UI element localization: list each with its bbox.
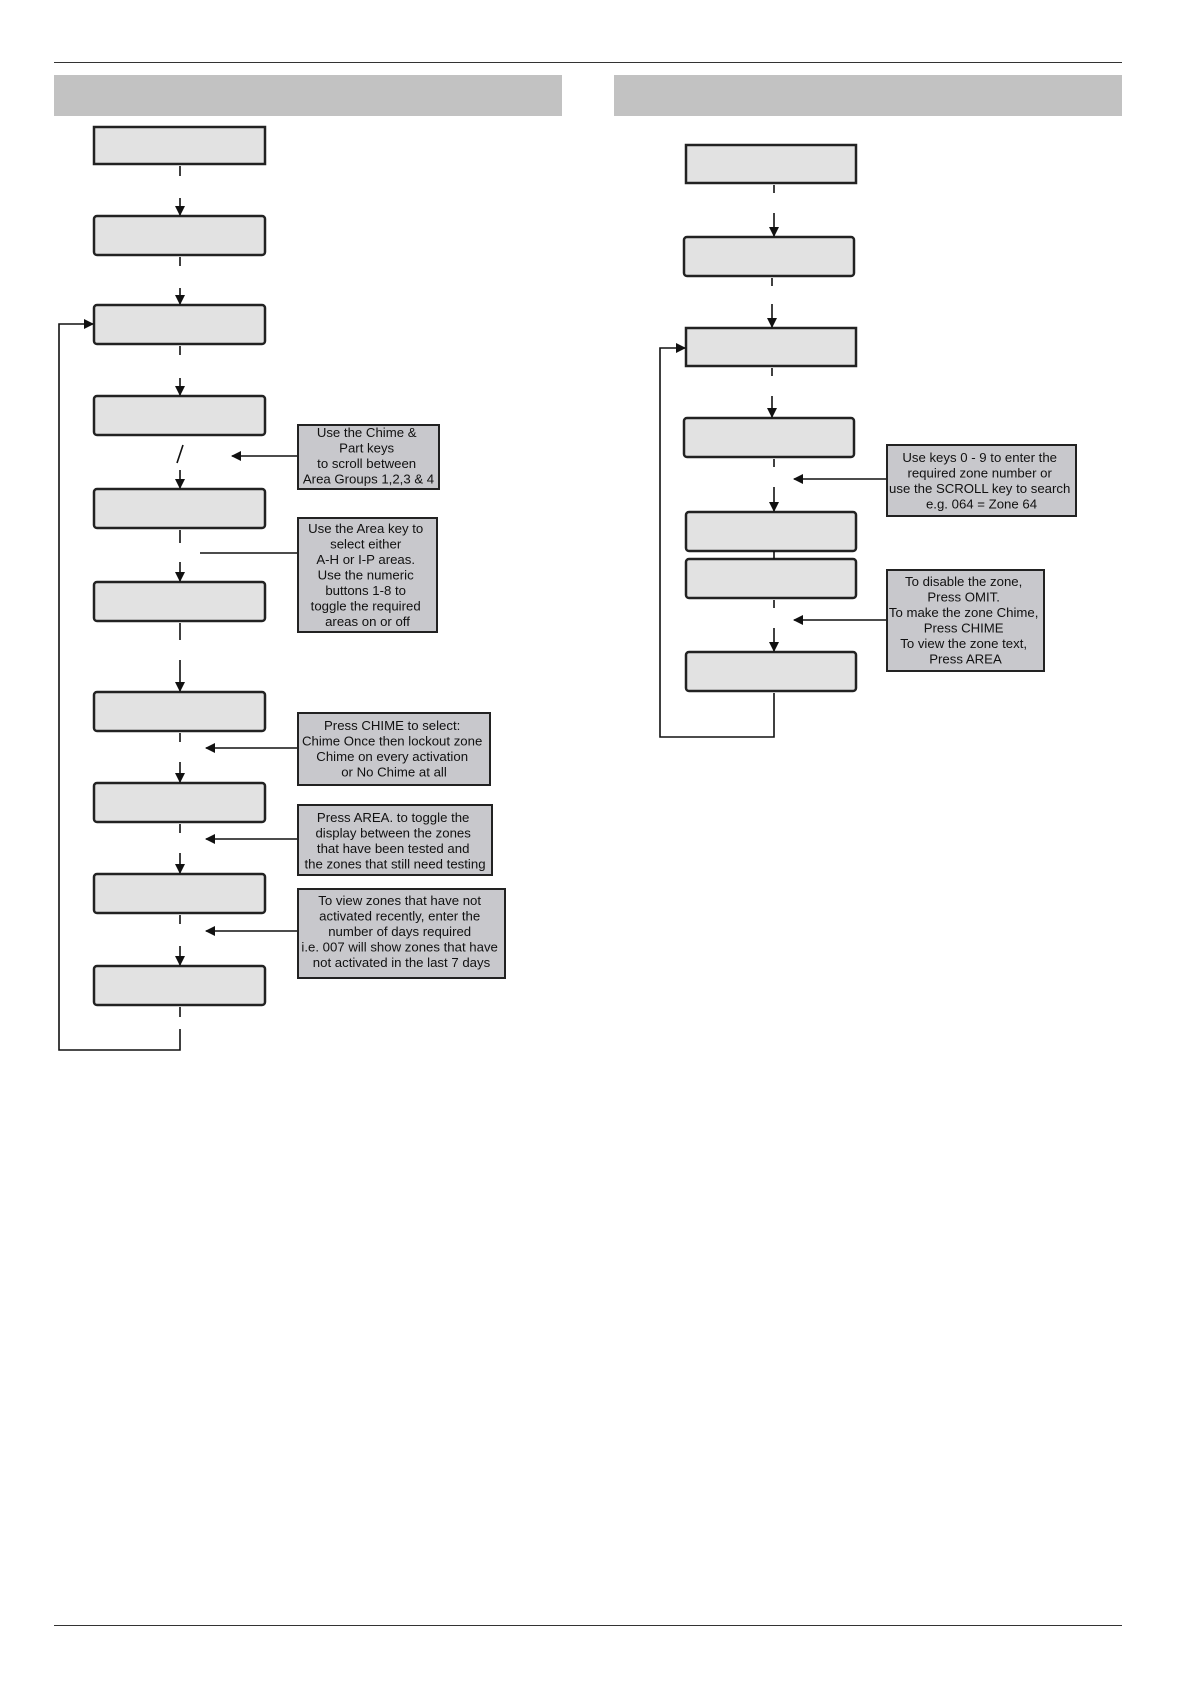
note-text: To disable the zone, Press OMIT. To make…: [889, 574, 1042, 667]
lcd-display-r5: [684, 510, 858, 553]
left-section-header: [54, 75, 562, 116]
lcd-display-5: [92, 487, 267, 530]
lcd-display-6: [92, 580, 267, 623]
top-rule: [54, 62, 1122, 63]
lcd-display-r1: [684, 143, 858, 185]
lcd-display-7: [92, 690, 267, 733]
lcd-display-9: [92, 872, 267, 915]
left-flow: Use the Chime & Part keys to scroll betw…: [58, 125, 506, 1051]
note-text: Use the Area key to select either A-H or…: [308, 521, 427, 629]
note-box: [297, 712, 491, 786]
lcd-display-r2: [682, 235, 856, 278]
note-text: Press AREA. to toggle the display betwee…: [304, 810, 485, 872]
note-text: Use keys 0 - 9 to enter the required zon…: [889, 450, 1074, 512]
note-view-inactive: To view zones that have not activated re…: [297, 888, 506, 979]
note-text: To view zones that have not activated re…: [301, 893, 501, 970]
right-section-header: [614, 75, 1122, 116]
note-chime-select: Press CHIME to select: Chime Once then l…: [297, 712, 491, 786]
lcd-display-10: [92, 964, 267, 1007]
lcd-display-1: [92, 125, 267, 166]
right-flow: Use keys 0 - 9 to enter the required zon…: [659, 143, 1077, 738]
note-area-select: Use the Area key to select either A-H or…: [297, 517, 438, 633]
note-area-groups: Use the Chime & Part keys to scroll betw…: [297, 424, 440, 490]
left-connectors: [58, 166, 298, 1051]
note-box: [297, 804, 493, 876]
lcd-display-4: [92, 394, 267, 437]
right-connectors: [659, 185, 887, 738]
lcd-display-r3: [684, 326, 858, 368]
lcd-display-3: [92, 303, 267, 346]
lcd-display-r7: [684, 650, 858, 693]
lcd-display-8: [92, 781, 267, 824]
note-zone-entry: Use keys 0 - 9 to enter the required zon…: [886, 444, 1077, 517]
note-text: Press CHIME to select: Chime Once then l…: [302, 718, 486, 780]
lcd-display-r6: [684, 557, 858, 600]
lcd-display-2: [92, 214, 267, 257]
loop-back-arrow: [659, 343, 775, 738]
note-box: [886, 444, 1077, 517]
connector-slash: [176, 444, 184, 464]
note-box: [886, 569, 1045, 672]
note-tested-toggle: Press AREA. to toggle the display betwee…: [297, 804, 493, 876]
bottom-rule: [54, 1625, 1122, 1626]
note-box: [297, 888, 506, 979]
loop-back-arrow: [58, 319, 181, 1051]
note-zone-actions: To disable the zone, Press OMIT. To make…: [886, 569, 1045, 672]
note-box: [297, 517, 438, 633]
note-text: Use the Chime & Part keys to scroll betw…: [303, 425, 434, 487]
note-box: [297, 424, 440, 490]
lcd-display-r4: [682, 416, 856, 459]
